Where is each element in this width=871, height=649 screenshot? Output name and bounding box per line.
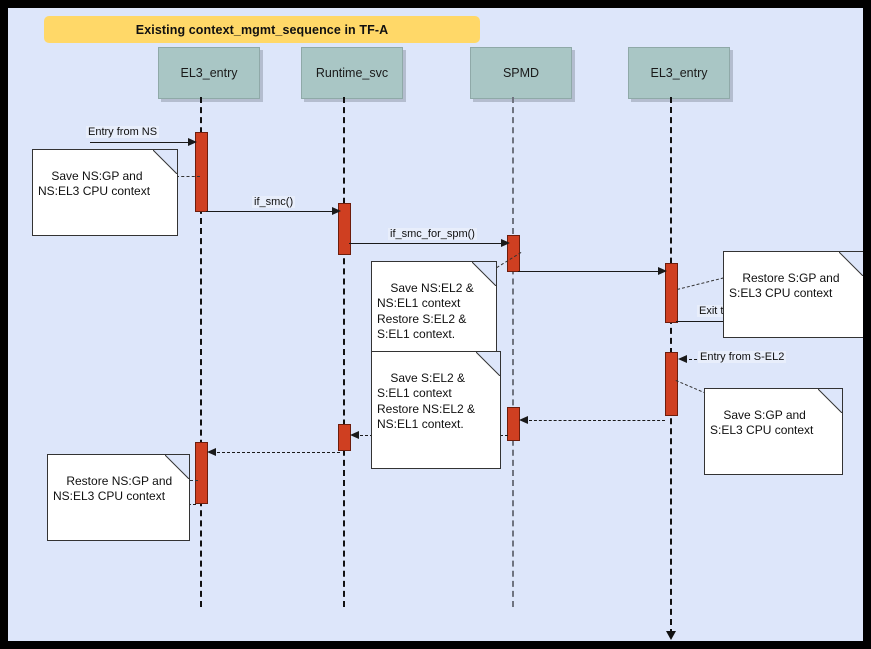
diagram-title-banner: Existing context_mgmt_sequence in TF-A [44,16,480,43]
lifeline-label: SPMD [502,66,540,80]
lifeline-el3-entry-left [200,97,202,607]
arrowhead-icon [207,447,216,456]
message-line-entry-from-ns [90,142,193,143]
note-connector [176,176,200,177]
activation-el3-entry-left-2 [195,442,208,504]
note-restore-s-gp: Restore S:GP and S:EL3 CPU context [723,251,863,338]
message-line-spmd-to-el3-entry [518,271,665,272]
note-text: Save S:GP and S:EL3 CPU context [710,407,814,438]
activation-spmd-1 [507,235,520,272]
arrowhead-icon [501,238,510,247]
arrowhead-icon [188,137,197,146]
lifeline-head-el3-entry-right[interactable]: EL3_entry [628,47,730,99]
arrowhead-icon [678,354,687,363]
message-line-if-smc-for-spm [349,243,506,244]
message-line-if-smc [206,211,336,212]
arrowhead-icon [519,415,528,424]
note-fold-icon [472,262,496,286]
note-connector [677,277,724,290]
lifeline-label: Runtime_svc [315,66,389,80]
activation-spmd-2 [507,407,520,441]
lifeline-end-arrow-icon [666,631,676,640]
note-save-ns-gp: Save NS:GP and NS:EL3 CPU context [32,149,178,236]
note-save-s-gp: Save S:GP and S:EL3 CPU context [704,388,843,475]
lifeline-label: EL3_entry [180,66,238,80]
message-label-entry-from-ns: Entry from NS [86,126,160,138]
message-line-el3-entry-to-spmd [529,420,665,421]
lifeline-spmd [512,97,514,607]
note-fold-icon [153,150,177,174]
note-save-s-el2: Save S:EL2 & S:EL1 context Restore NS:EL… [371,351,501,469]
page-title: Existing context_mgmt_sequence in TF-A [135,22,389,37]
note-fold-icon [818,389,842,413]
activation-el3-entry-right-1 [665,263,678,323]
diagram-canvas: Existing context_mgmt_sequence in TF-A E… [8,8,863,641]
arrowhead-icon [350,430,359,439]
message-line-runtime-svc-to-el3-entry [217,452,340,453]
message-label-if-smc: if_smc() [252,196,296,208]
lifeline-label: EL3_entry [650,66,708,80]
note-text: Restore S:GP and S:EL3 CPU context [729,270,840,301]
activation-el3-entry-right-2 [665,352,678,416]
lifeline-head-runtime-svc[interactable]: Runtime_svc [301,47,403,99]
activation-runtime-svc-1 [338,203,351,255]
note-text: Save S:EL2 & S:EL1 context Restore NS:EL… [377,370,476,432]
arrowhead-icon [332,206,341,215]
note-fold-icon [839,252,863,276]
message-label-if-smc-for-spm: if_smc_for_spm() [388,228,477,240]
lifeline-head-spmd[interactable]: SPMD [470,47,572,99]
note-text: Save NS:EL2 & NS:EL1 context Restore S:E… [377,280,474,342]
message-label-entry-from-s-el2: Entry from S-EL2 [698,351,787,363]
note-text: Save NS:GP and NS:EL3 CPU context [38,168,151,199]
note-restore-ns-gp: Restore NS:GP and NS:EL3 CPU context [47,454,190,541]
lifeline-head-el3-entry-left[interactable]: EL3_entry [158,47,260,99]
activation-el3-entry-left-1 [195,132,208,212]
arrowhead-icon [658,266,667,275]
lifeline-runtime-svc [343,97,345,607]
note-connector [675,380,707,394]
note-text: Restore NS:GP and NS:EL3 CPU context [53,473,173,504]
note-fold-icon [476,352,500,376]
